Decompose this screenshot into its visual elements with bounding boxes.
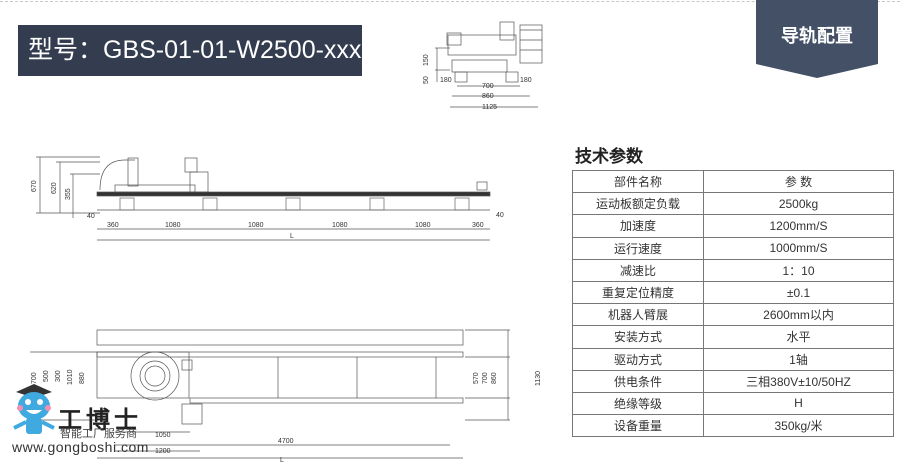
top-left-dim-700: 700 <box>31 372 38 384</box>
param-name: 运行速度 <box>572 236 704 260</box>
param-value: 水平 <box>703 325 894 349</box>
side-span-4: 1080 <box>332 222 348 229</box>
side-span-2: 1080 <box>165 222 181 229</box>
end-dim-180-right: 180 <box>520 77 532 84</box>
param-value: 1：10 <box>703 258 894 282</box>
top-bottom-total-L: L <box>280 457 284 464</box>
top-right-dim-1130: 1130 <box>535 371 542 386</box>
end-view-drawing: 150 50 180 180 700 860 1125 <box>423 21 543 111</box>
param-value: 2500kg <box>703 192 894 216</box>
side-dim-620: 620 <box>51 182 58 194</box>
param-name: 设备重量 <box>572 414 704 438</box>
end-dim-150: 150 <box>423 54 430 66</box>
model-title: 型号：GBS-01-01-W2500-xxxx <box>18 25 374 76</box>
end-dim-700: 700 <box>482 83 494 90</box>
side-dim-40-left: 40 <box>87 213 95 220</box>
top-right-dim-700: 700 <box>482 372 489 384</box>
top-bottom-dim-1050: 1050 <box>155 432 171 439</box>
top-bottom-dim-1200: 1200 <box>155 448 171 455</box>
header-cell: 参 数 <box>703 169 894 194</box>
mascot-logo-icon <box>13 384 55 434</box>
param-name: 重复定位精度 <box>572 280 704 305</box>
param-name: 减速比 <box>572 258 704 282</box>
end-dim-860: 860 <box>482 93 494 100</box>
watermark-brand: 工博士 <box>58 405 142 434</box>
side-span-1: 360 <box>107 222 119 229</box>
params-title: 技术参数 <box>575 147 643 166</box>
header-cell: 部件名称 <box>572 169 704 194</box>
side-dim-670: 670 <box>31 180 38 192</box>
param-value: 1轴 <box>703 347 894 371</box>
side-span-3: 1080 <box>248 222 264 229</box>
watermark-slogan: 智能工厂服务商 <box>60 428 137 440</box>
param-name: 加速度 <box>572 214 704 238</box>
table-row: 安装方式水平 <box>572 325 894 349</box>
param-name: 安装方式 <box>572 325 704 349</box>
param-name: 运动板额定负载 <box>572 192 704 216</box>
param-value: H <box>703 391 894 416</box>
top-divider <box>0 1 900 2</box>
top-left-dim-300: 300 <box>55 370 62 382</box>
end-dim-180-left: 180 <box>440 77 452 84</box>
top-right-dim-860: 860 <box>491 372 498 384</box>
side-view-drawing: 670 620 355 40 40 360 1080 1080 1080 108… <box>31 156 504 241</box>
param-value: ±0.1 <box>703 280 894 305</box>
param-name: 绝缘等级 <box>572 391 704 416</box>
param-value: 1000mm/S <box>703 236 894 260</box>
table-header-row: 部件名称参 数 <box>572 169 894 194</box>
top-view-drawing: 700 500 300 1010 880 570 700 860 1130 10… <box>30 329 542 464</box>
top-left-dim-880: 880 <box>79 372 86 384</box>
table-row: 供电条件三相380V±10/50HZ <box>572 369 894 393</box>
section-badge: 导轨配置 <box>756 0 878 78</box>
end-dim-1125: 1125 <box>482 104 497 111</box>
param-name: 供电条件 <box>572 369 704 393</box>
param-name: 机器人臂展 <box>572 303 704 327</box>
side-dim-40-right: 40 <box>496 212 504 219</box>
param-value: 三相380V±10/50HZ <box>703 369 894 393</box>
side-span-5: 1080 <box>415 222 431 229</box>
side-span-6: 360 <box>472 222 484 229</box>
badge-label: 导轨配置 <box>781 26 853 46</box>
top-left-dim-1010: 1010 <box>67 369 74 385</box>
param-value: 1200mm/S <box>703 214 894 238</box>
side-total-L: L <box>290 233 294 240</box>
param-name: 驱动方式 <box>572 347 704 371</box>
end-dim-50: 50 <box>423 76 430 84</box>
param-value: 350kg/米 <box>703 414 894 438</box>
top-left-dim-500: 500 <box>43 370 50 382</box>
top-bottom-dim-4700: 4700 <box>278 438 294 445</box>
watermark-url: www.gongboshi.com <box>12 439 149 455</box>
top-right-dim-570: 570 <box>473 372 480 384</box>
side-dim-355: 355 <box>65 188 72 200</box>
table-row: 重复定位精度±0.1 <box>572 280 894 305</box>
param-value: 2600mm以内 <box>703 303 894 327</box>
